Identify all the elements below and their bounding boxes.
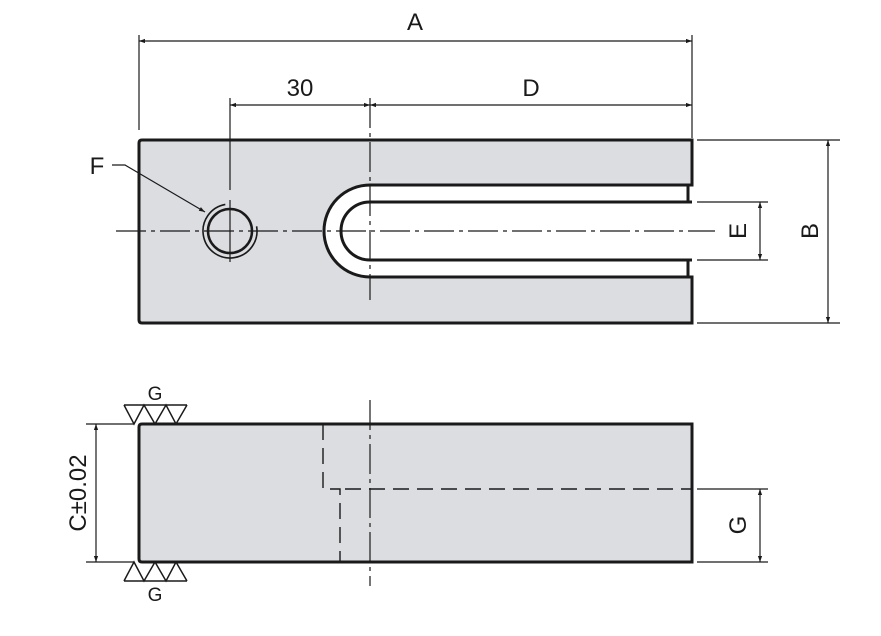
side-view-outline (137, 422, 694, 564)
hidden-line-counterbore (322, 424, 341, 562)
dimension-b: B (697, 139, 840, 324)
dimension-c-label: C±0.02 (65, 454, 92, 531)
dimension-g-label: G (725, 516, 752, 535)
dimension-g: G (697, 488, 768, 563)
slot-counterbore (370, 183, 692, 279)
dimension-d: D (370, 75, 692, 108)
dimension-a-label: A (407, 9, 423, 36)
thread-arc (202, 203, 258, 259)
surface-finish-bottom: G (123, 560, 188, 606)
side-view (137, 400, 694, 586)
dimension-30: 30 (230, 75, 370, 108)
dimension-a: A (138, 9, 693, 138)
dimension-30-label: 30 (287, 75, 314, 102)
surface-finish-top-label: G (148, 384, 163, 405)
dimension-e-label: E (725, 223, 752, 239)
top-view (116, 98, 715, 325)
dimension-c: C±0.02 (65, 423, 134, 563)
dimension-e: E (697, 201, 768, 261)
dimension-b-label: B (797, 223, 824, 239)
surface-finish-top: G (123, 384, 188, 426)
hole-f-callout: F (90, 153, 206, 213)
hole-f-label: F (90, 153, 105, 180)
dimension-d-label: D (522, 75, 539, 102)
surface-finish-bottom-label: G (148, 585, 163, 606)
